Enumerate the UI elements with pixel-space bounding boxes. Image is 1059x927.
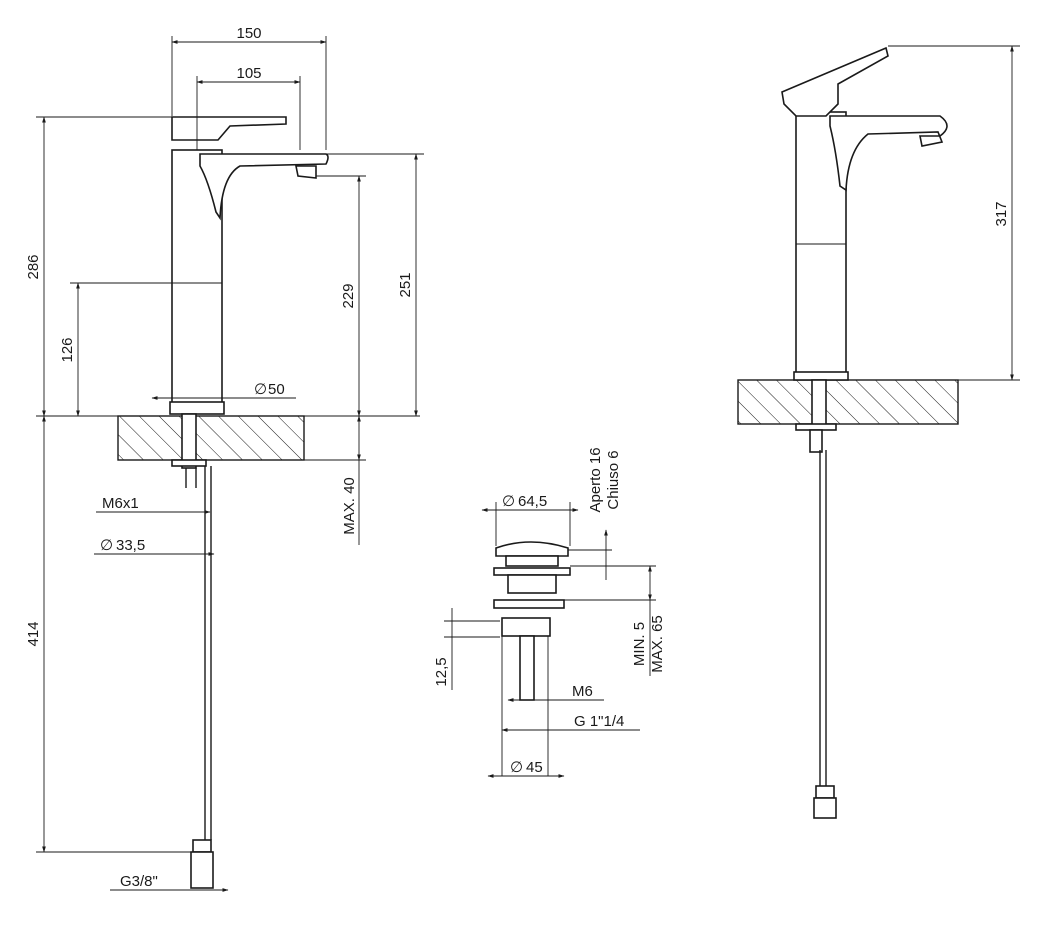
dim-body-diameter: 45 bbox=[526, 759, 543, 776]
dim-height-outlet: 229 bbox=[340, 283, 357, 308]
front-view: 150 105 286 126 229 251 MAX. 40 ∅ 50 bbox=[25, 25, 424, 892]
waste-cap bbox=[495, 541, 569, 557]
dim-max-deck: MAX. 40 bbox=[341, 477, 358, 535]
dim-body-diameter-symbol: ∅ bbox=[510, 759, 523, 776]
dim-closed-label: Chiuso 6 bbox=[605, 450, 622, 509]
front-lever-handle bbox=[171, 116, 287, 141]
dim-height-body: 126 bbox=[59, 337, 76, 362]
dim-stud-diameter: 33,5 bbox=[116, 537, 145, 554]
dim-side-height: 317 bbox=[993, 201, 1010, 226]
side-countertop bbox=[737, 379, 959, 425]
dim-height-12: 12,5 bbox=[433, 657, 450, 686]
dim-cap-diameter-symbol: ∅ bbox=[502, 493, 515, 510]
dim-spout-reach: 105 bbox=[236, 65, 261, 82]
side-spout bbox=[829, 115, 948, 192]
front-hose-nut bbox=[192, 839, 212, 853]
side-lever-handle bbox=[781, 46, 889, 117]
side-view: 317 bbox=[737, 45, 1020, 819]
dim-hose-connection: G3/8" bbox=[120, 873, 158, 890]
dim-height-spout: 251 bbox=[397, 272, 414, 297]
dim-base-diameter: 50 bbox=[268, 381, 285, 398]
dim-thread-stud: M6x1 bbox=[102, 495, 139, 512]
dim-hose-length: 414 bbox=[25, 621, 42, 646]
dim-min-label: MIN. 5 bbox=[631, 622, 648, 666]
dim-base-diameter-symbol: ∅ bbox=[254, 381, 267, 398]
dim-body-thread: G 1"1/4 bbox=[574, 713, 624, 730]
dim-overall-width: 150 bbox=[236, 25, 261, 42]
waste-view: ∅ 64,5 Aperto 16 Chiuso 6 MIN. 5 MAX. 65… bbox=[433, 447, 666, 778]
dim-stud-diameter-symbol: ∅ bbox=[100, 537, 113, 554]
waste-body bbox=[501, 617, 551, 637]
front-countertop bbox=[117, 415, 305, 461]
dim-cap-diameter: 64,5 bbox=[518, 493, 547, 510]
front-spout bbox=[199, 153, 329, 221]
dim-height-top: 286 bbox=[25, 254, 42, 279]
dim-max-label: MAX. 65 bbox=[649, 615, 666, 673]
dim-open-label: Aperto 16 bbox=[587, 447, 604, 512]
side-hose-nut bbox=[815, 785, 835, 799]
dim-rod-thread: M6 bbox=[572, 683, 593, 700]
